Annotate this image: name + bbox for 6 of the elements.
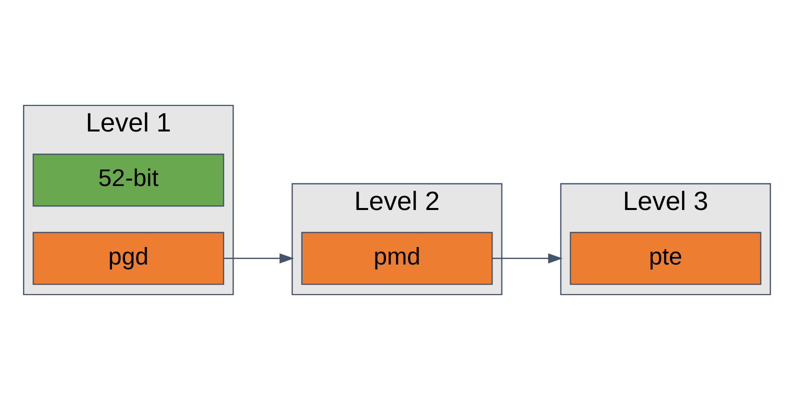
node-box: pmd	[301, 232, 493, 285]
node-box: pte	[570, 232, 762, 285]
node-box: 52-bit	[32, 154, 224, 207]
arrow	[224, 253, 294, 264]
arrow	[492, 253, 563, 264]
node-box: pgd	[32, 232, 224, 285]
